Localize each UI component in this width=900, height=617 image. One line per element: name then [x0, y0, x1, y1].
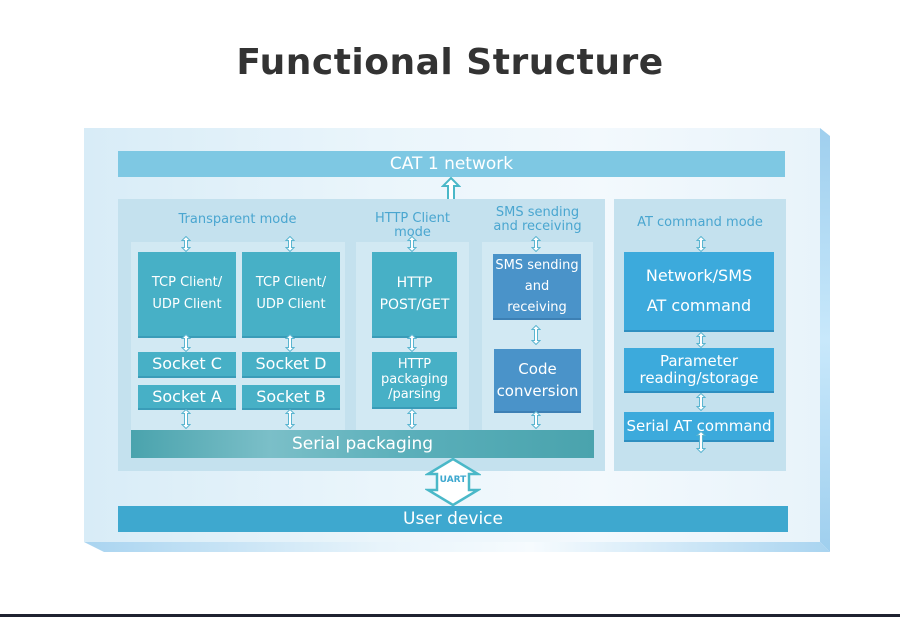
tcp-udp-client-box-2: TCP Client/ UDP Client — [242, 252, 340, 338]
small-double-arrow-icon — [530, 324, 542, 346]
small-double-arrow-icon — [180, 408, 192, 430]
at-command-mode-label: AT command mode — [637, 215, 763, 230]
socket-b-box: Socket B — [242, 385, 340, 410]
code-conversion-box: Code conversion — [494, 349, 581, 413]
tcp-udp-client-box-1: TCP Client/ UDP Client — [138, 252, 236, 338]
small-double-arrow-icon — [530, 410, 542, 430]
small-double-arrow-icon — [406, 235, 418, 253]
serial-at-command-box: Serial AT command — [624, 412, 774, 442]
socket-a-box: Socket A — [138, 385, 236, 410]
socket-c-box: Socket C — [138, 352, 236, 378]
small-double-arrow-icon — [695, 331, 707, 349]
small-double-arrow-icon — [406, 408, 418, 430]
small-double-arrow-icon — [406, 333, 418, 353]
parameter-storage-box: Parameter reading/storage — [624, 348, 774, 393]
small-double-arrow-icon — [180, 333, 192, 353]
sms-sending-receiving-box: SMS sending and receiving — [493, 254, 581, 320]
uart-double-arrow-icon — [423, 457, 483, 507]
user-device-bar: User device — [118, 506, 788, 532]
cat1-network-bar: CAT 1 network — [118, 151, 785, 177]
small-double-arrow-icon — [695, 392, 707, 412]
socket-d-box: Socket D — [242, 352, 340, 378]
bottom-divider — [0, 614, 900, 617]
serial-packaging-bar: Serial packaging — [131, 430, 594, 458]
small-double-arrow-icon — [695, 235, 707, 253]
panel-edge-bottom — [84, 542, 830, 552]
small-double-arrow-icon — [180, 235, 192, 253]
small-double-arrow-icon — [284, 333, 296, 353]
small-double-arrow-icon — [284, 408, 296, 430]
small-double-arrow-icon — [530, 235, 542, 253]
small-double-arrow-icon — [284, 235, 296, 253]
http-client-mode-label: HTTP Client mode — [374, 211, 451, 240]
small-double-arrow-icon — [695, 430, 707, 454]
transparent-mode-label: Transparent mode — [178, 212, 297, 227]
network-sms-at-command-box: Network/SMS AT command — [624, 252, 774, 332]
sms-mode-label: SMS sending and receiving — [493, 205, 582, 234]
panel-edge-right — [820, 128, 830, 552]
http-packaging-box: HTTP packaging /parsing — [372, 352, 457, 409]
http-post-get-box: HTTP POST/GET — [372, 252, 457, 338]
page-title: Functional Structure — [236, 42, 664, 83]
uart-label: UART — [439, 475, 467, 485]
